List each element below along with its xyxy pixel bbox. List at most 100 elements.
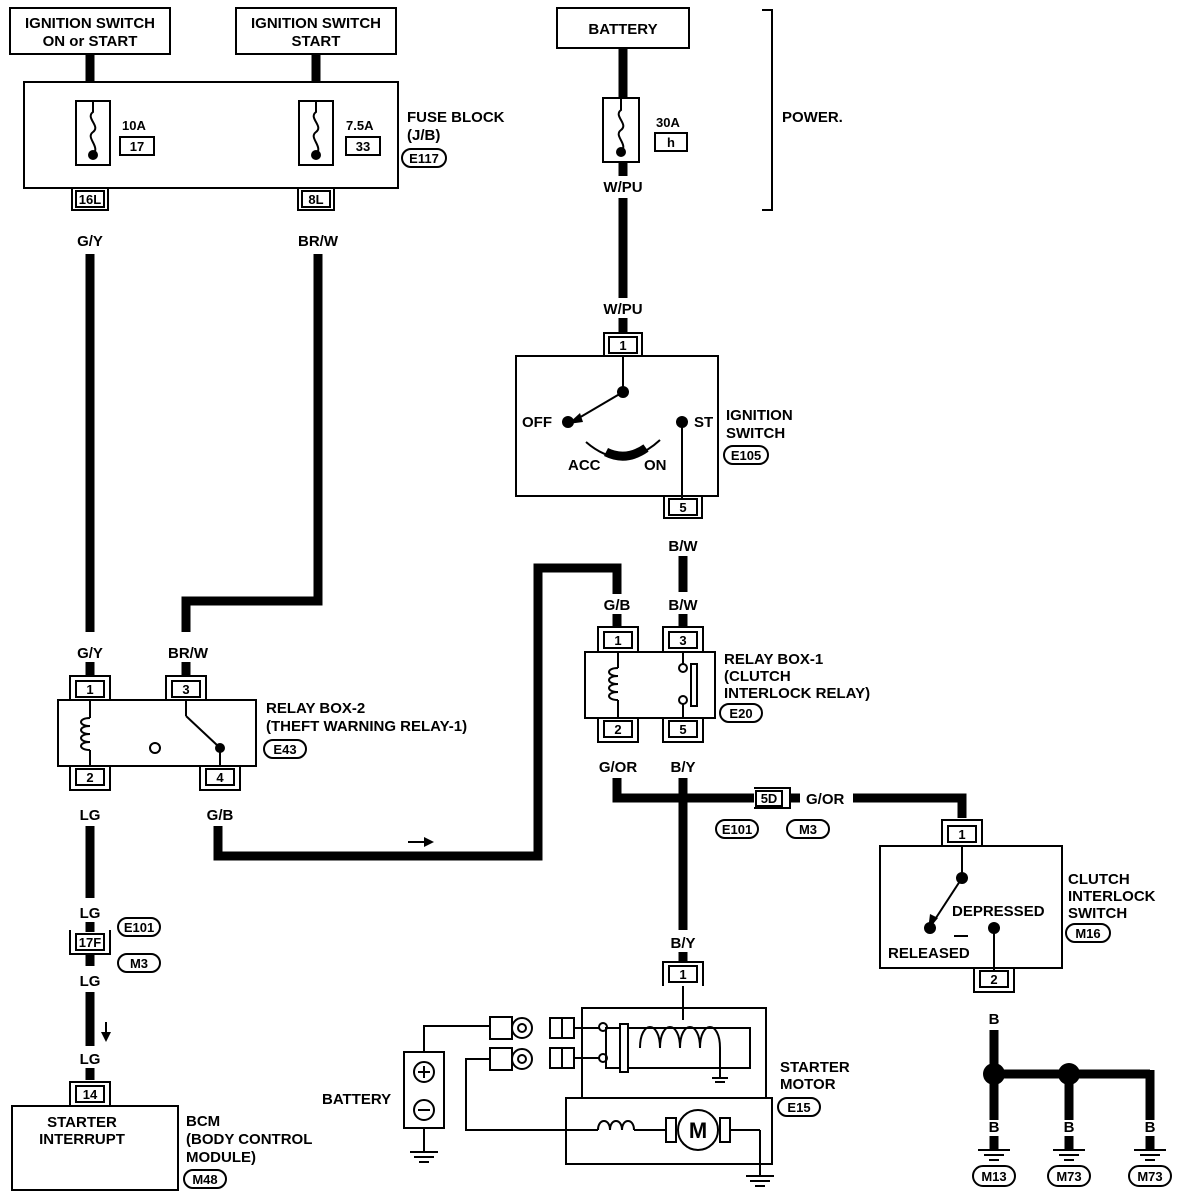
power-label: POWER. (782, 109, 843, 126)
ign-pos-acc: ACC (568, 457, 601, 474)
rb1-connector: E20 (729, 706, 752, 721)
rb1-pin-3: 3 (679, 633, 686, 648)
battery-fuse: 30A h W/PU W/PU (602, 48, 688, 332)
ground-wire-2: B (1064, 1119, 1075, 1136)
wire-bw-top: B/W (668, 538, 698, 555)
rb2-pin-3: 3 (182, 682, 189, 697)
ign-pos-on: ON (644, 457, 667, 474)
ground-wire-1: B (989, 1119, 1000, 1136)
junction-5d-pin: 5D (761, 791, 778, 806)
clutch-connector: M16 (1075, 926, 1100, 941)
bcm-name3: MODULE) (186, 1149, 256, 1166)
ground-icon (978, 1136, 1010, 1161)
ign-on-start-source: IGNITION SWITCH ON or START (9, 7, 171, 55)
wire-lg-3: LG (80, 973, 101, 990)
arrow-right-icon (424, 837, 434, 847)
relay-box-2: 1 3 2 4 RELAY BOX-2 (THEFT WARNING RELAY… (57, 675, 467, 791)
starter-connector: E15 (787, 1100, 810, 1115)
wire-lg-1: LG (80, 807, 101, 824)
fuse-block-name1: FUSE BLOCK (407, 109, 505, 126)
ign-pin-1: 1 (619, 338, 626, 353)
rb1-pin-5: 5 (679, 722, 686, 737)
clutch-interlock-switch: 1 DEPRESSED RELEASED 2 CLUTCH INTERLOCK … (879, 819, 1156, 993)
bcm-name2: (BODY CONTROL (186, 1131, 312, 1148)
battery-source: BATTERY (556, 7, 690, 49)
clutch-depressed: DEPRESSED (952, 903, 1045, 920)
rb1-name2: (CLUTCH (724, 668, 791, 685)
junction-conn-e101: E101 (722, 822, 752, 837)
wire-bw-bottom: B/W (668, 597, 698, 614)
rb1-pin-2: 2 (614, 722, 621, 737)
wire-brw-top: BR/W (298, 233, 339, 250)
ign-name1: IGNITION (726, 407, 793, 424)
ign-pos-st: ST (694, 414, 713, 431)
starter-motor: 1 M STARTER MOTOR E15 (549, 961, 850, 1187)
ground-conn-2: M73 (1056, 1169, 1081, 1184)
bcm: 14 STARTER INTERRUPT BCM (BODY CONTROL M… (11, 1081, 312, 1191)
lg-conn-e101: E101 (124, 920, 154, 935)
junction-5d: 5D E101 M3 (715, 787, 830, 839)
bcm-inner2: INTERRUPT (39, 1131, 125, 1148)
wire-wpu-bottom: W/PU (603, 301, 642, 318)
wire-lg-2: LG (80, 905, 101, 922)
power-bracket: POWER. (762, 9, 843, 211)
ground-icon (1134, 1136, 1166, 1161)
fuse1-number: 17 (130, 139, 144, 154)
wire-brw-bottom: BR/W (168, 645, 209, 662)
rb2-connector: E43 (273, 742, 296, 757)
rb1-name1: RELAY BOX-1 (724, 651, 823, 668)
starter-name2: MOTOR (780, 1076, 836, 1093)
ground-conn-3: M73 (1137, 1169, 1162, 1184)
lg-pin-17f: 17F (79, 935, 101, 950)
rb2-pin-4: 4 (216, 770, 224, 785)
bcm-pin-14: 14 (83, 1087, 98, 1102)
rb2-coil-icon (80, 717, 91, 751)
fuse2-amps: 7.5A (346, 118, 374, 133)
wire-b-clutch: B (989, 1011, 1000, 1028)
clutch-name1: CLUTCH (1068, 871, 1130, 888)
fuse1-amps: 10A (122, 118, 146, 133)
starter-battery-label: BATTERY (322, 1091, 391, 1108)
clutch-released: RELEASED (888, 945, 970, 962)
relay-box-1: 1 3 2 5 RELAY BOX-1 (CLUTCH INTERLOCK RE… (584, 626, 870, 743)
ground-wire-3: B (1145, 1119, 1156, 1136)
fuse-block-name2: (J/B) (407, 127, 440, 144)
starter-battery: BATTERY (322, 1016, 580, 1163)
battery-source-label: BATTERY (588, 21, 657, 38)
fuse1-pin: 16L (79, 192, 101, 207)
rb2-pin-1: 1 (86, 682, 93, 697)
ign-start-line1: IGNITION SWITCH (251, 15, 381, 32)
clutch-name2: INTERLOCK (1068, 888, 1156, 905)
bcm-inner1: STARTER (47, 1114, 117, 1131)
ign-start-source: IGNITION SWITCH START (235, 7, 397, 55)
lg-path: LG LG 17F E101 M3 LG LG (69, 807, 161, 1080)
ign-on-start-line2: ON or START (43, 33, 138, 50)
wire-gor-rb1: G/OR (599, 759, 638, 776)
ign-pos-off: OFF (522, 414, 552, 431)
ign-connector: E105 (731, 448, 761, 463)
rb1-name3: INTERLOCK RELAY) (724, 685, 870, 702)
fuse-block-connector: E117 (409, 151, 439, 166)
motor-icon (677, 1109, 719, 1151)
ignition-switch: 1 OFF ST ACC ON IGNITION SWITCH E105 5 B… (515, 332, 793, 626)
ign-name2: SWITCH (726, 425, 785, 442)
rb2-name1: RELAY BOX-2 (266, 700, 365, 717)
starter-pin-1: 1 (679, 967, 686, 982)
rb2-name2: (THEFT WARNING RELAY-1) (266, 718, 467, 735)
wire-gor-clutch: G/OR (806, 791, 845, 808)
ign-start-line2: START (292, 33, 341, 50)
fuse-block: 10A 17 7.5A 33 FUSE BLOCK (J/B) E117 16L… (23, 54, 505, 211)
lg-conn-m3: M3 (130, 956, 148, 971)
wire-gy-top: G/Y (77, 233, 103, 250)
bcm-connector: M48 (192, 1172, 217, 1187)
battery-fuse-amps: 30A (656, 115, 680, 130)
field-coil-icon (597, 1120, 635, 1131)
rb2-pin-2: 2 (86, 770, 93, 785)
motor-symbol: M (689, 1118, 707, 1143)
bcm-name1: BCM (186, 1113, 220, 1130)
clutch-pin-1: 1 (958, 827, 965, 842)
ign-on-start-line1: IGNITION SWITCH (25, 15, 155, 32)
clutch-name3: SWITCH (1068, 905, 1127, 922)
arrow-down-icon (101, 1032, 111, 1042)
